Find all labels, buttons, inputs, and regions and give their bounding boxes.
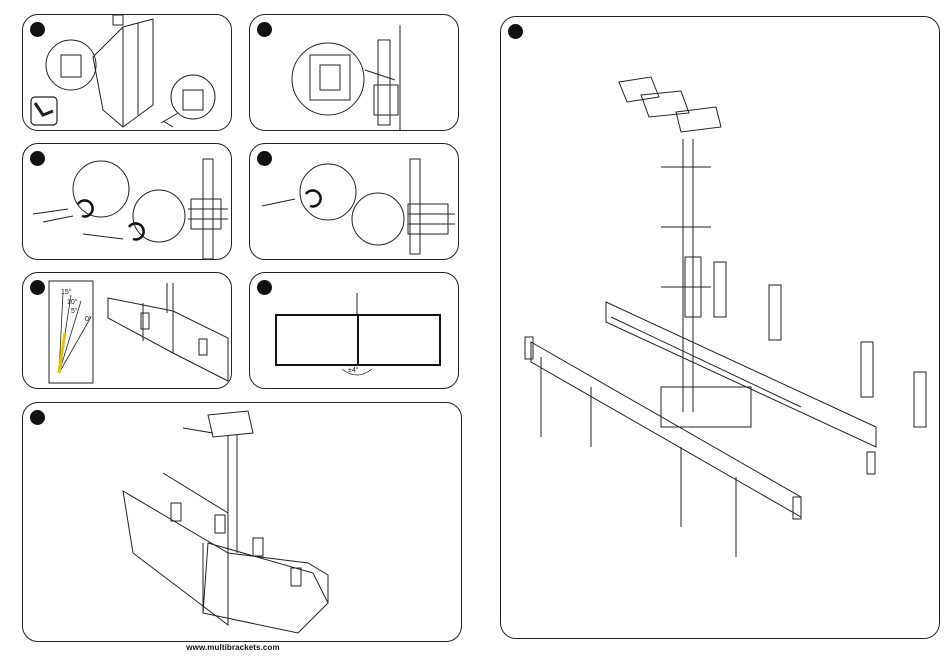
step-1-illustration: [23, 15, 232, 131]
magnifier-detail-icon: [73, 161, 129, 217]
magnifier-detail-icon: [292, 43, 364, 115]
angle-label-10: 10°: [67, 299, 78, 306]
angle-label-15: 15°: [61, 289, 72, 296]
screw-icon: [262, 199, 295, 206]
step-panel-1: [22, 14, 232, 131]
step-panel-6: ±4°: [249, 272, 459, 389]
step-2-illustration: [250, 15, 459, 131]
step-8-exploded-view: [501, 17, 940, 639]
step-panel-7: [22, 402, 462, 642]
step-7-illustration: [23, 403, 462, 642]
rotate-arrow-icon: [306, 190, 321, 206]
angle-label-0: 0°: [85, 316, 92, 323]
screw-icon: [33, 209, 73, 222]
magnifier-detail-icon: [46, 40, 96, 90]
step-3-illustration: [23, 144, 232, 260]
footer-url: www.multibrackets.com: [0, 643, 466, 652]
step-4-illustration: [250, 144, 459, 260]
rotate-arrow-icon: [129, 223, 144, 239]
hex-key-icon: [35, 103, 53, 115]
step-5-illustration: [23, 273, 232, 389]
tilt-angle-label: ±4°: [348, 367, 359, 374]
angle-label-5: 5°: [71, 308, 78, 315]
step-panel-4: [249, 143, 459, 260]
step-panel-8: [500, 16, 940, 639]
step-panel-5: 15° 10° 5° 0°: [22, 272, 232, 389]
step-panel-3: [22, 143, 232, 260]
step-panel-2: [249, 14, 459, 131]
